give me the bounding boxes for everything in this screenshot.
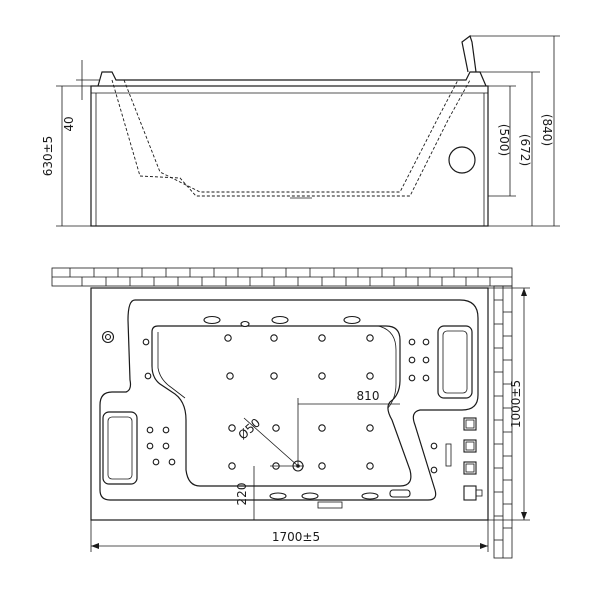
side-light-strip bbox=[445, 443, 452, 467]
faucet-control[interactable] bbox=[463, 485, 477, 501]
jet-icon bbox=[318, 372, 326, 380]
dim-1700: 1700±5 bbox=[272, 530, 320, 544]
bottom-fittings bbox=[269, 489, 411, 509]
jet-icon bbox=[162, 442, 170, 450]
arrow-bottom bbox=[521, 512, 527, 520]
leader-diameter bbox=[243, 417, 299, 467]
dim-40: 40 bbox=[62, 116, 76, 131]
dim-810: 810 bbox=[357, 389, 380, 403]
dim-500: (500) bbox=[497, 124, 511, 156]
tub-body-side bbox=[90, 85, 489, 227]
basin-outer-contour bbox=[99, 299, 479, 501]
control-button-2-inner bbox=[465, 441, 475, 451]
dim-840: (840) bbox=[540, 114, 554, 146]
side-view: 630±5 40 (500) (672) (840) bbox=[41, 35, 560, 227]
jet-icon bbox=[366, 462, 374, 470]
faucet-spout bbox=[475, 489, 483, 497]
dim-diameter: Ø50 bbox=[235, 416, 263, 443]
control-button-2[interactable] bbox=[463, 439, 477, 453]
jet-icon bbox=[366, 424, 374, 432]
inner-basin-hidden bbox=[111, 79, 471, 197]
jet-icon bbox=[343, 315, 361, 325]
basin-step-left bbox=[157, 332, 186, 399]
jet-icon bbox=[152, 458, 160, 466]
arrow-top bbox=[521, 288, 527, 296]
jet-icon bbox=[271, 315, 289, 325]
headrest-right-inner bbox=[442, 330, 468, 394]
jet-icon bbox=[146, 426, 154, 434]
control-panel bbox=[445, 417, 483, 501]
headrest-left bbox=[102, 411, 138, 485]
jet-icon bbox=[228, 424, 236, 432]
overflow-slot bbox=[317, 501, 343, 509]
dim-672: (672) bbox=[518, 134, 532, 166]
jet-icon bbox=[366, 372, 374, 380]
jet-icon bbox=[162, 426, 170, 434]
jet-icon bbox=[366, 334, 374, 342]
control-button-1[interactable] bbox=[463, 417, 477, 431]
jet-icon bbox=[168, 458, 176, 466]
dim-630: 630±5 bbox=[41, 136, 55, 177]
jet-icon bbox=[272, 424, 280, 432]
tub-outline-top bbox=[90, 287, 489, 521]
jet-icon bbox=[318, 462, 326, 470]
jet-icon bbox=[361, 492, 379, 500]
jet-icon bbox=[142, 338, 150, 346]
jet-icon bbox=[408, 338, 416, 346]
side-jets bbox=[142, 338, 438, 474]
jet-icon bbox=[144, 372, 152, 380]
dim-1000: 1000±5 bbox=[509, 380, 523, 428]
rim-top bbox=[97, 71, 487, 87]
basin-inner-contour bbox=[151, 325, 412, 487]
corner-fitting-inner bbox=[104, 333, 112, 341]
jet-icon bbox=[240, 320, 250, 328]
arrow-left bbox=[91, 543, 99, 549]
jet-icon bbox=[203, 315, 221, 325]
faucet bbox=[461, 35, 477, 73]
jet-icon bbox=[228, 462, 236, 470]
dim-220: 220 bbox=[235, 483, 249, 506]
top-view: 810 Ø50 220 1700±5 1000±5 bbox=[51, 267, 530, 559]
control-button-1-inner bbox=[465, 419, 475, 429]
jet-icon bbox=[422, 356, 430, 364]
jet-icon bbox=[430, 466, 438, 474]
jet-icon bbox=[422, 338, 430, 346]
jet-icon bbox=[422, 374, 430, 382]
basin-step-right bbox=[377, 325, 397, 409]
control-button-3-inner bbox=[465, 463, 475, 473]
brick-wall-top bbox=[51, 267, 513, 287]
arrow-right bbox=[480, 543, 488, 549]
jet-icon bbox=[408, 374, 416, 382]
jet-icon bbox=[430, 442, 438, 450]
floor-jets bbox=[224, 334, 374, 470]
jet-icon bbox=[318, 424, 326, 432]
jet-icon bbox=[270, 334, 278, 342]
jet-icon bbox=[269, 492, 287, 500]
control-button-3[interactable] bbox=[463, 461, 477, 475]
inner-basin-hidden-2 bbox=[123, 79, 459, 193]
jet-icon bbox=[226, 372, 234, 380]
headrest-left-inner bbox=[107, 416, 133, 480]
headrest-right bbox=[437, 325, 473, 399]
upper-jets bbox=[203, 315, 361, 328]
jet-icon bbox=[224, 334, 232, 342]
jet-icon bbox=[301, 492, 319, 500]
jet-icon bbox=[146, 442, 154, 450]
brick-wall-right bbox=[493, 285, 513, 559]
jet-icon bbox=[270, 372, 278, 380]
jet-icon bbox=[408, 356, 416, 364]
grip-handle-icon bbox=[389, 489, 411, 498]
overflow-fitting bbox=[448, 146, 476, 174]
jet-icon bbox=[318, 334, 326, 342]
